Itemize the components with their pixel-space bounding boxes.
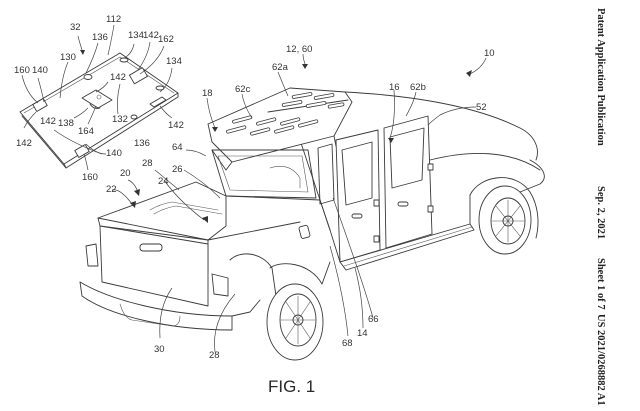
ref-52: 52	[476, 102, 487, 113]
ref-28: 28	[209, 350, 220, 361]
ref-130: 130	[60, 52, 76, 63]
header-sheet: Sheet 1 of 7	[595, 258, 606, 310]
ref-138: 138	[58, 118, 74, 129]
hardtop-roof	[207, 87, 353, 163]
header-title: Patent Application Publication	[595, 8, 606, 146]
ref-132: 132	[112, 114, 128, 125]
tail-light-right	[211, 273, 229, 297]
ref-140: 140	[32, 65, 48, 76]
ref-160: 160	[82, 172, 98, 183]
header-date: Sep. 2, 2021	[595, 186, 606, 239]
ref-24: 24	[158, 176, 169, 187]
rear-window	[211, 149, 317, 199]
figure-caption: FIG. 1	[268, 377, 315, 396]
ref-162: 162	[158, 34, 174, 45]
hood-outline	[344, 91, 538, 161]
ref-142: 142	[16, 138, 32, 149]
publication-header: Patent Application Publication Sep. 2, 2…	[595, 8, 606, 406]
ref-66: 66	[368, 314, 379, 325]
ref-16: 16	[389, 82, 400, 93]
ref-62a: 62a	[272, 62, 289, 73]
ref-160: 160	[14, 65, 30, 76]
hole-136	[83, 74, 93, 80]
ref-12-60: 12, 60	[286, 44, 312, 55]
reference-numerals: 32 112 136 134 142 162 130 134 160 140 1…	[14, 14, 495, 361]
ref-26: 26	[172, 164, 183, 175]
rear-door	[335, 129, 381, 263]
vehicle-drawing	[79, 87, 545, 361]
ref-64: 64	[172, 142, 183, 153]
ref-136: 136	[92, 32, 108, 43]
leader-lines	[21, 24, 487, 353]
ref-136: 136	[134, 138, 150, 149]
hole-136-lower	[130, 114, 138, 120]
ref-62b: 62b	[410, 82, 426, 93]
ref-112: 112	[106, 14, 121, 25]
latch-138	[81, 89, 113, 109]
tailgate-handle	[139, 243, 163, 252]
ref-134: 134	[166, 56, 182, 67]
ref-28: 28	[142, 158, 153, 169]
ref-134: 134	[128, 30, 144, 41]
ref-22: 22	[106, 184, 117, 195]
roof-slots	[226, 92, 345, 136]
ref-142: 142	[143, 30, 159, 41]
tail-light-left	[85, 243, 99, 267]
tailgate	[99, 225, 209, 307]
front-door	[383, 115, 433, 249]
ref-18: 18	[202, 88, 213, 99]
ref-164: 164	[78, 126, 94, 137]
ref-142: 142	[110, 72, 126, 83]
ref-62c: 62c	[235, 84, 251, 95]
ref-142: 142	[40, 116, 56, 127]
rear-wheel	[266, 283, 324, 361]
ref-20: 20	[120, 168, 131, 179]
ref-14: 14	[357, 328, 368, 339]
ref-142: 142	[168, 120, 184, 131]
ref-30: 30	[154, 344, 165, 355]
ref-10: 10	[484, 48, 495, 59]
ref-68: 68	[342, 338, 353, 349]
rear-bumper	[79, 281, 233, 331]
ref-140: 140	[106, 148, 122, 159]
ref-32: 32	[70, 22, 81, 33]
header-number: US 2021/0268882 A1	[595, 314, 606, 406]
